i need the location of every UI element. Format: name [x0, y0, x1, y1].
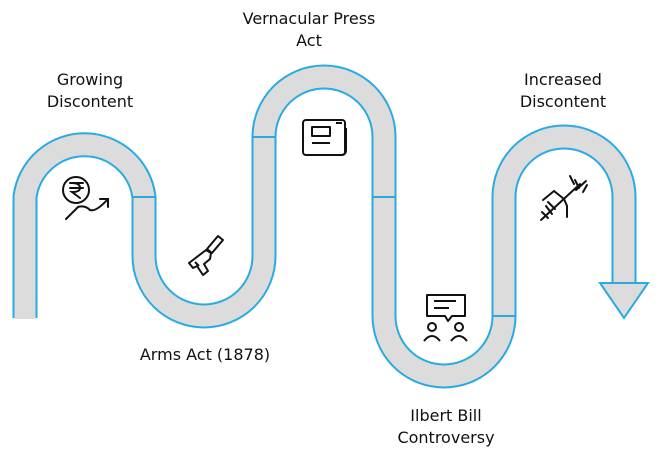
- label-line: Ilbert Bill: [410, 406, 482, 425]
- newspaper-icon: [302, 119, 347, 156]
- label-line: Discontent: [46, 92, 134, 111]
- rupee-trend-icon: [62, 176, 109, 220]
- segment-dividers: [132, 136, 516, 317]
- arrow-head: [598, 282, 650, 320]
- label-increased-discontent: Increased Discontent: [520, 69, 606, 113]
- label-line: Increased: [524, 70, 602, 89]
- label-vernacular-press-act: Vernacular Press Act: [243, 8, 376, 52]
- discussion-icon: [423, 294, 468, 342]
- track-border: [12, 64, 637, 389]
- label-line: Act: [296, 31, 322, 50]
- label-growing-discontent: Growing Discontent: [47, 69, 133, 113]
- label-line: Arms Act (1878): [139, 345, 271, 364]
- label-line: Growing: [56, 70, 124, 89]
- label-line: Vernacular Press: [242, 9, 376, 28]
- gun-icon: [188, 235, 224, 276]
- label-ilbert-bill: Ilbert Bill Controversy: [397, 405, 494, 449]
- label-line: Discontent: [519, 92, 607, 111]
- label-arms-act: Arms Act (1878): [140, 344, 270, 366]
- label-line: Controversy: [397, 428, 495, 447]
- track-fill: [14, 66, 635, 387]
- fist-pitchfork-icon: [540, 175, 588, 221]
